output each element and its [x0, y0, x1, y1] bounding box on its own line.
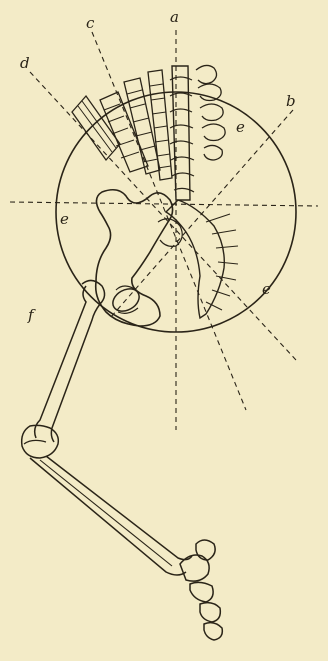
- spinal-column: [172, 66, 190, 200]
- tibia: [30, 456, 192, 575]
- spine-band-d: [72, 96, 120, 160]
- label-f: f: [27, 306, 36, 324]
- pelvis: [96, 190, 183, 326]
- label-d: d: [20, 54, 30, 72]
- spine-band-a-outer: [148, 70, 172, 180]
- sacrum: [166, 200, 224, 318]
- foot: [180, 540, 222, 640]
- label-e-lower: e: [262, 280, 271, 298]
- label-e-right: e: [236, 118, 245, 136]
- spinous-processes: [196, 65, 225, 160]
- vertebral-column: [72, 65, 238, 318]
- line-d: [30, 72, 296, 360]
- label-c: c: [86, 14, 95, 32]
- label-e-left: e: [60, 210, 69, 228]
- femur: [35, 280, 105, 442]
- knee: [22, 425, 59, 458]
- label-a: a: [170, 8, 179, 26]
- label-b: b: [286, 92, 296, 110]
